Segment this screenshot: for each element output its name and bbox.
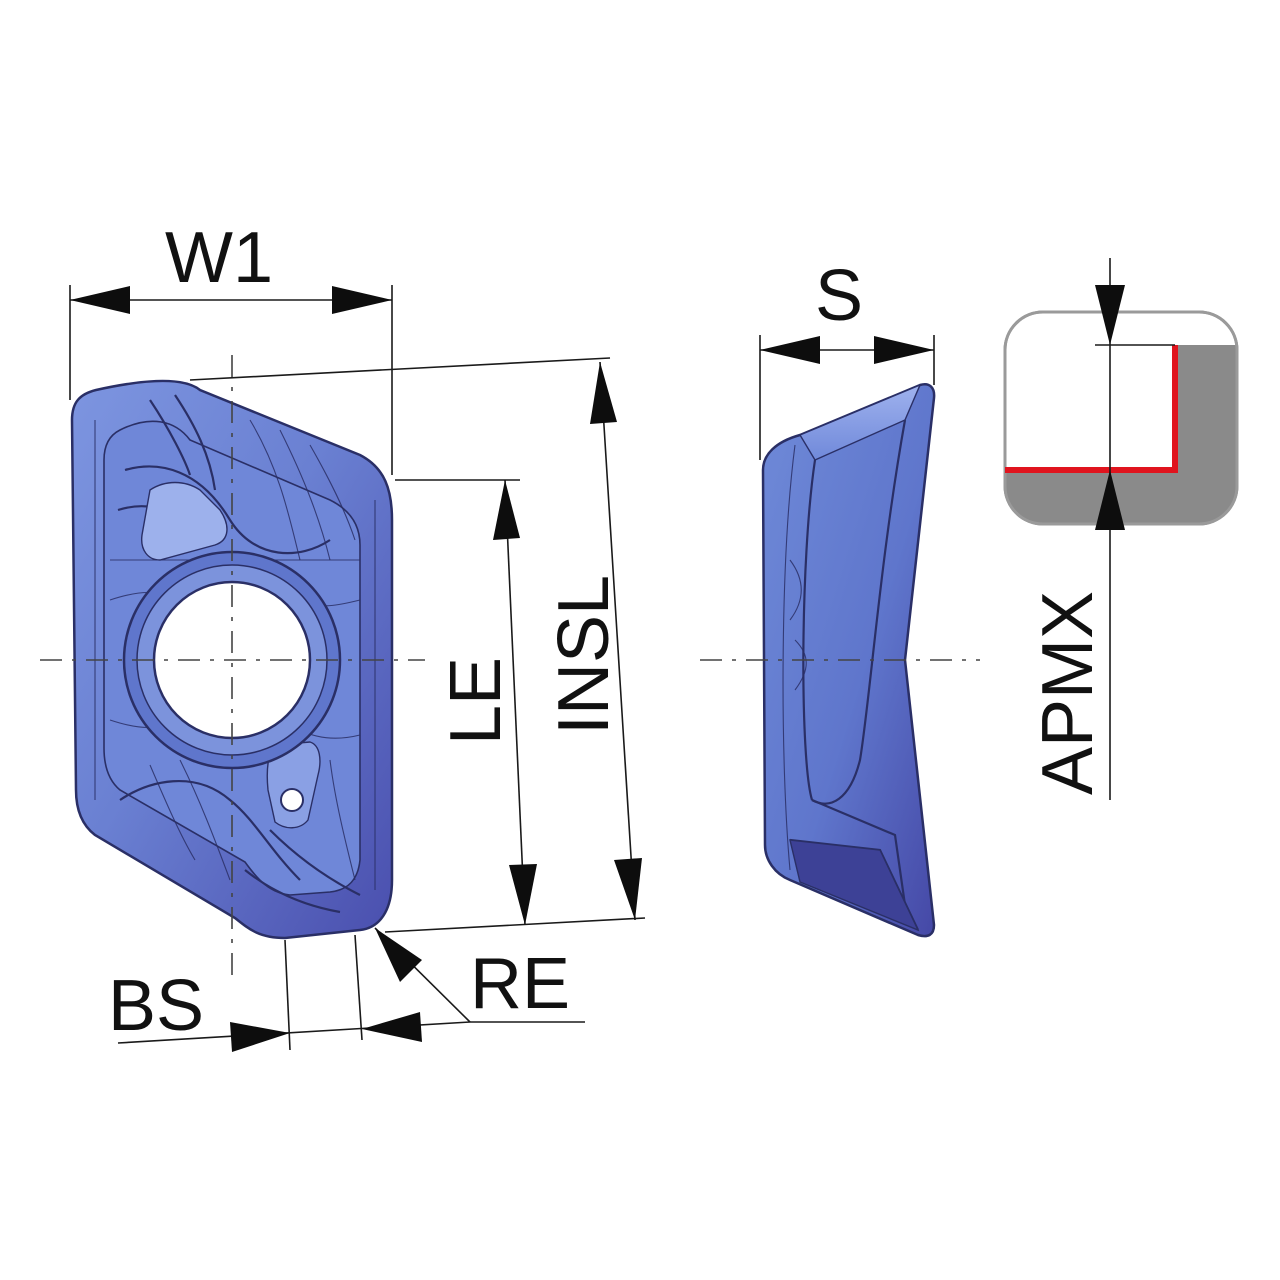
re-dimension: RE <box>374 927 585 1024</box>
apmx-label: APMX <box>1028 591 1108 795</box>
groove-line <box>149 764 196 861</box>
s-dimension: S <box>759 256 935 460</box>
insl-extension-top <box>189 357 611 381</box>
bs-extension-right <box>354 934 363 1041</box>
le-dimension-line <box>504 479 526 926</box>
bs-extension-left <box>284 939 291 1051</box>
bs-dimension: BS <box>108 934 471 1052</box>
side-notch <box>794 639 807 691</box>
side-edge-line <box>811 419 907 805</box>
insert-front-highlight <box>141 481 228 561</box>
s-label: S <box>815 256 863 336</box>
groove-line <box>329 759 356 881</box>
insert-front-pocket <box>266 741 321 829</box>
s-arrow-left <box>760 336 820 364</box>
groove-line <box>179 759 231 881</box>
bs-arrow-left <box>230 1022 290 1052</box>
groove-line <box>309 444 356 541</box>
insert-side-bottom-facet <box>789 839 920 932</box>
w1-label: W1 <box>165 218 273 298</box>
insl-dimension: INSL <box>189 357 646 933</box>
insl-label: INSL <box>544 575 624 735</box>
w1-arrow-left <box>70 286 130 314</box>
apmx-arrow-top <box>1095 285 1125 345</box>
bs-arrow-right <box>362 1012 422 1042</box>
insl-arrow-top <box>590 362 617 424</box>
bs-label: BS <box>108 966 204 1046</box>
apmx-arrow-bottom <box>1095 470 1125 530</box>
re-label: RE <box>470 944 570 1024</box>
insert-front-view <box>70 379 394 940</box>
side-edge-line <box>811 798 907 906</box>
groove-line <box>124 465 331 555</box>
groove-line <box>249 419 301 561</box>
insl-dimension-line <box>599 361 636 921</box>
le-arrow-top <box>493 480 520 540</box>
insl-arrow-bottom <box>614 858 642 920</box>
groove-line <box>279 429 331 561</box>
groove-line <box>269 829 361 896</box>
apmx-detail: APMX <box>1003 258 1239 800</box>
le-arrow-bottom <box>509 864 537 925</box>
s-arrow-right <box>874 336 934 364</box>
groove-line <box>149 399 192 476</box>
le-dimension: LE <box>395 479 537 926</box>
w1-dimension: W1 <box>69 218 393 475</box>
groove-line <box>174 394 217 491</box>
groove-line <box>244 869 341 914</box>
small-pin-hole <box>280 788 304 812</box>
side-notch <box>789 559 802 621</box>
apmx-depth-region <box>1005 345 1237 524</box>
re-arrow <box>375 928 422 982</box>
le-label: LE <box>436 657 516 745</box>
side-edge-line <box>782 444 796 871</box>
w1-arrow-right <box>332 286 392 314</box>
groove-line <box>119 780 301 881</box>
insl-extension-bottom <box>384 917 646 933</box>
apmx-cutting-edge <box>1005 345 1178 473</box>
